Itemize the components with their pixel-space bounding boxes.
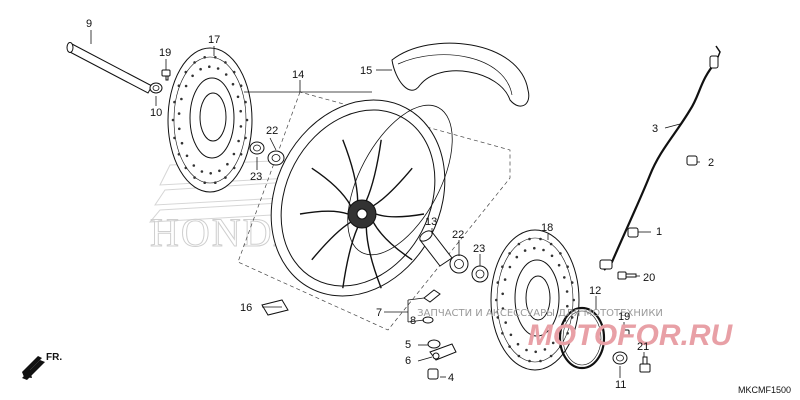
callout-7: 7 bbox=[376, 307, 382, 319]
bearing-left bbox=[267, 150, 285, 166]
callout-16: 16 bbox=[240, 302, 252, 314]
disc-bolt-left bbox=[161, 69, 171, 81]
callout-23-right: 23 bbox=[473, 243, 485, 255]
callout-4: 4 bbox=[448, 372, 454, 384]
callout-19-right: 19 bbox=[618, 311, 630, 323]
callout-12: 12 bbox=[589, 285, 601, 297]
brake-disc-left bbox=[167, 47, 253, 193]
drawing-code: MKCMF1500 bbox=[738, 385, 791, 395]
callout-10: 10 bbox=[150, 107, 162, 119]
callout-21: 21 bbox=[637, 341, 649, 353]
dust-seal-right bbox=[471, 265, 489, 283]
side-collar-left bbox=[149, 82, 163, 94]
cable-clamp-2 bbox=[686, 155, 698, 166]
callout-1: 1 bbox=[656, 226, 662, 238]
callout-3: 3 bbox=[652, 123, 658, 135]
callout-15: 15 bbox=[360, 65, 372, 77]
watermark-logo: MOTOFOR.RU bbox=[528, 319, 734, 352]
front-wheel-rim bbox=[270, 99, 453, 297]
front-tire bbox=[391, 42, 530, 107]
watermark-caption: ЗАПЧАСТИ И АКСЕССУАРЫ ДЛЯ МОТОТЕХНИКИ bbox=[417, 308, 663, 319]
speed-sensor-cable bbox=[599, 45, 721, 271]
front-direction-indicator: FR. bbox=[22, 352, 62, 380]
front-axle bbox=[66, 42, 153, 94]
callout-9: 9 bbox=[86, 18, 92, 30]
clamp-bolt bbox=[617, 271, 637, 280]
callout-22-left: 22 bbox=[266, 125, 278, 137]
shop-watermark: ЗАПЧАСТИ И АКСЕССУАРЫ ДЛЯ МОТОТЕХНИКИ MO… bbox=[417, 308, 733, 352]
brake-disc-right bbox=[490, 229, 580, 371]
callout-labels: 1 2 3 4 5 6 7 8 9 10 11 12 13 14 15 16 1… bbox=[86, 18, 714, 391]
callout-13: 13 bbox=[425, 216, 437, 228]
callout-17: 17 bbox=[208, 34, 220, 46]
pulser-ring bbox=[558, 306, 606, 370]
balance-weight bbox=[261, 299, 289, 316]
callout-23-left: 23 bbox=[250, 171, 262, 183]
bearing-right bbox=[449, 254, 469, 274]
dust-seal-left bbox=[249, 141, 265, 155]
callout-20: 20 bbox=[643, 272, 655, 284]
callout-2: 2 bbox=[708, 157, 714, 169]
callout-19-left: 19 bbox=[159, 47, 171, 59]
disc-bolt-right bbox=[621, 329, 630, 337]
callout-22-right: 22 bbox=[452, 229, 464, 241]
side-collar-right bbox=[612, 351, 628, 365]
leader-lines bbox=[90, 30, 700, 378]
speed-sensor-bracket bbox=[427, 339, 457, 380]
callout-11: 11 bbox=[615, 379, 626, 391]
front-direction-label: FR. bbox=[46, 352, 62, 363]
cable-clamp-1 bbox=[627, 227, 639, 238]
callout-14: 14 bbox=[292, 69, 304, 81]
callout-18: 18 bbox=[541, 222, 553, 234]
callout-8: 8 bbox=[410, 315, 416, 327]
callout-6: 6 bbox=[405, 355, 411, 367]
axle-bolt bbox=[639, 356, 651, 373]
callout-5: 5 bbox=[405, 339, 411, 351]
